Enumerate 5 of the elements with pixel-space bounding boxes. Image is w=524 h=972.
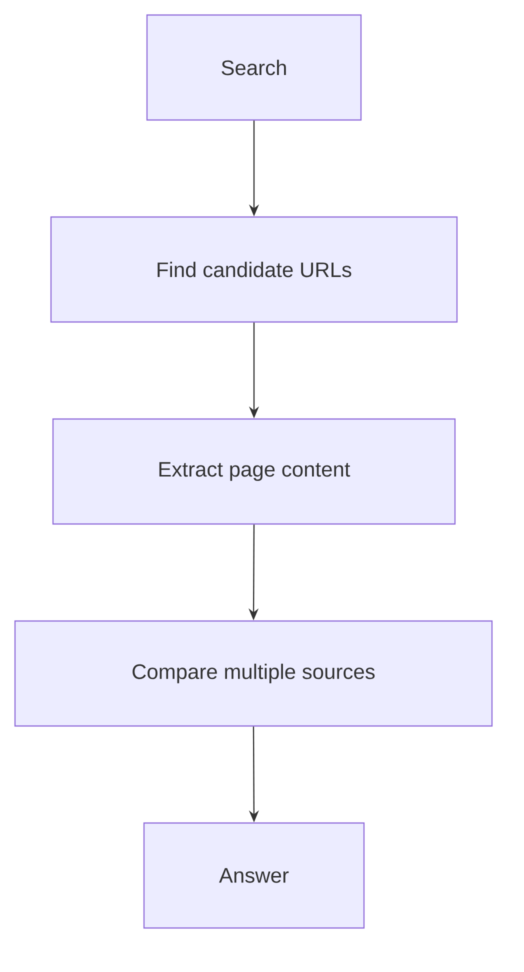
process-box: Extract page content bbox=[52, 418, 456, 525]
process-box: Answer bbox=[143, 822, 365, 929]
process-box: Search bbox=[146, 14, 362, 121]
process-box: Compare multiple sources bbox=[14, 620, 493, 727]
process-box: Find candidate URLs bbox=[50, 216, 458, 323]
